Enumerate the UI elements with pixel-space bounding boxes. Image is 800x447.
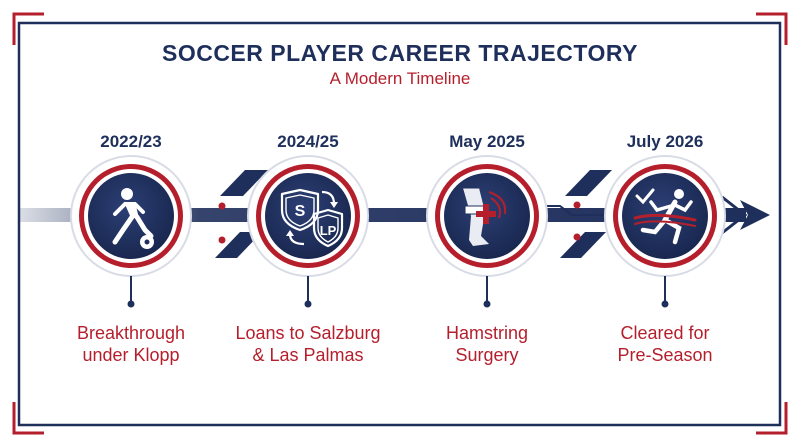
milestone-label-2-line-2: & Las Palmas xyxy=(252,345,364,365)
milestone-date-4: July 2026 xyxy=(626,132,704,151)
sprinter-finish-line-icon xyxy=(633,188,697,245)
milestone-disc-2: S LP xyxy=(247,155,369,277)
milestone-disc-4 xyxy=(604,155,726,277)
outer-frame xyxy=(12,12,788,435)
milestone-date-1: 2022/23 xyxy=(100,132,162,151)
milestone-label-2: Loans to Salzburg & Las Palmas xyxy=(218,322,398,366)
milestone-label-3: Hamstring Surgery xyxy=(397,322,577,366)
milestone-label-4: Cleared for Pre-Season xyxy=(575,322,755,366)
milestone-label-1-line-2: under Klopp xyxy=(82,345,180,365)
milestone-label-2-line-1: Loans to Salzburg xyxy=(235,323,381,343)
injured-leg-icon xyxy=(463,187,507,246)
milestone-label-1-line-1: Breakthrough xyxy=(76,323,186,343)
milestone-label-3-line-2: Surgery xyxy=(455,345,519,365)
milestone-date-3: May 2025 xyxy=(449,132,525,151)
svg-text:S: S xyxy=(295,203,306,220)
milestone-label-4-line-1: Cleared for xyxy=(620,323,710,343)
milestone-disc-1 xyxy=(70,155,192,277)
milestone-date-2: 2024/25 xyxy=(277,132,339,151)
player-kicking-ball-icon xyxy=(112,188,154,249)
milestone-label-1: Breakthrough under Klopp xyxy=(41,322,221,366)
milestone-label-4-line-2: Pre-Season xyxy=(617,345,713,365)
page-subtitle: A Modern Timeline xyxy=(329,69,471,88)
club-badges-swap-icon: S LP xyxy=(280,188,344,248)
svg-text:LP: LP xyxy=(320,223,337,238)
milestone-disc-3 xyxy=(426,155,548,277)
milestone-label-3-line-1: Hamstring xyxy=(445,323,529,343)
page-title: SOCCER PLAYER CAREER TRAJECTORY xyxy=(161,40,638,66)
